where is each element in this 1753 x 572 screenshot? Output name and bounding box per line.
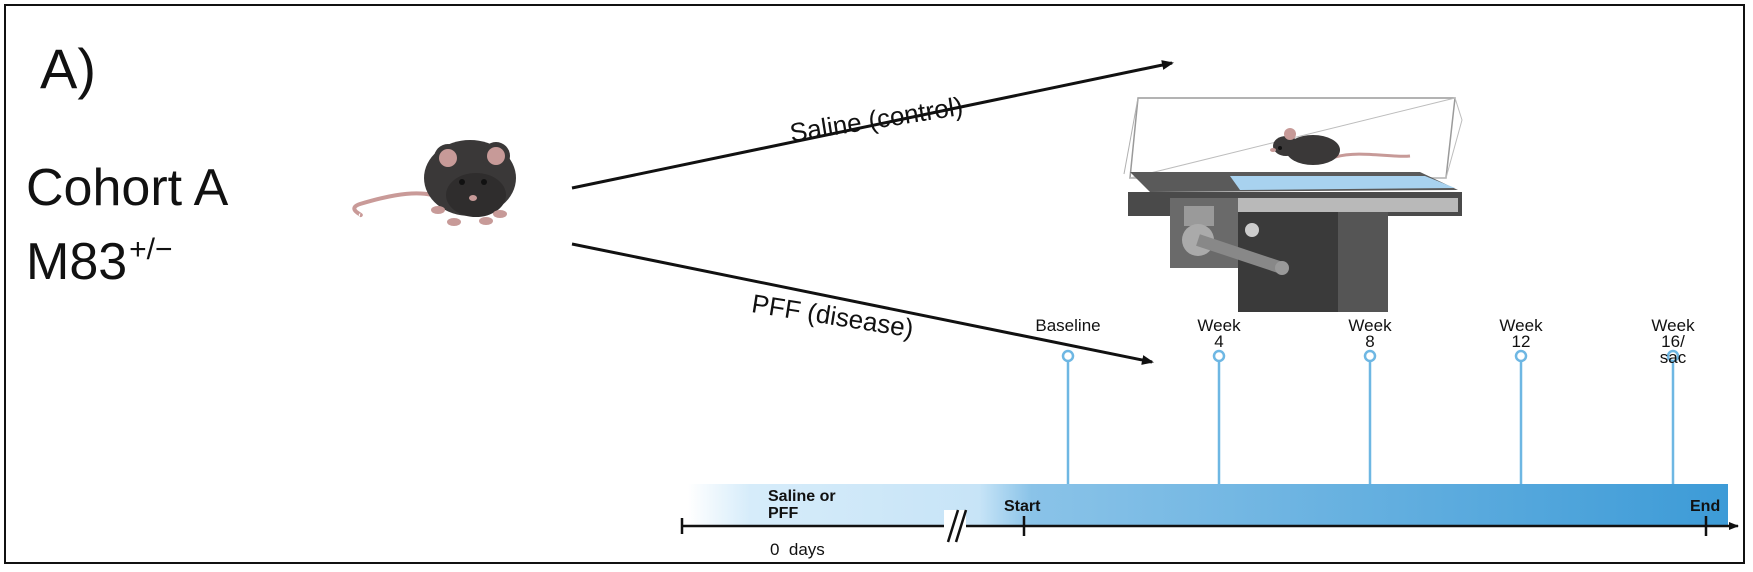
cohort-genotype: M83+/−: [26, 220, 173, 292]
injection-label-line2: PFF: [768, 505, 799, 522]
timepoint-line1: Week: [1348, 316, 1392, 335]
timepoint-stems: [1061, 349, 1680, 484]
pff-arrow: [571, 242, 1154, 365]
timepoint-line3: sac: [1659, 348, 1687, 367]
axis-break-icon: [944, 509, 968, 543]
timepoint-line2: 16/: [1661, 332, 1685, 351]
timepoint-label-baseline: Baseline: [1035, 316, 1101, 335]
timepoint-line1: Baseline: [1035, 316, 1101, 335]
running-mouse-icon: [1270, 128, 1411, 165]
timeline-band: [688, 484, 1728, 526]
days-label: 0 days: [770, 540, 825, 559]
timepoint-marker: [1666, 349, 1680, 363]
timepoint-line2: 8: [1365, 332, 1375, 351]
genotype-base: M83: [26, 233, 128, 291]
genotype-superscript: +/−: [129, 233, 173, 266]
timepoint-line2: 12: [1511, 332, 1531, 351]
end-label: End: [1690, 498, 1721, 515]
timepoint-line1: Week: [1651, 316, 1695, 335]
timepoint-marker: [1212, 349, 1226, 363]
start-label: Start: [1004, 498, 1041, 515]
timepoint-line1: Week: [1499, 316, 1543, 335]
panel-label: A): [40, 37, 96, 100]
injection-label-line1: Saline or: [768, 488, 836, 505]
saline-arrow: [571, 60, 1174, 190]
timepoint-line2: 4: [1214, 332, 1224, 351]
timepoint-marker: [1061, 349, 1075, 363]
treadmill-icon: [1123, 97, 1463, 312]
mouse-icon: [352, 140, 516, 226]
timepoint-marker: [1363, 349, 1377, 363]
timepoint-marker: [1514, 349, 1528, 363]
timepoint-label-week12: Week 12: [1499, 316, 1543, 351]
timepoint-line1: Week: [1197, 316, 1241, 335]
timepoint-label-week4: Week 4: [1197, 316, 1241, 351]
cohort-name: Cohort A: [26, 159, 229, 217]
timepoint-label-week16: Week 16/ sac: [1651, 316, 1695, 367]
figure-frame: [4, 4, 1745, 564]
timepoint-label-week8: Week 8: [1348, 316, 1392, 351]
injection-label: Saline or PFF: [768, 488, 836, 522]
